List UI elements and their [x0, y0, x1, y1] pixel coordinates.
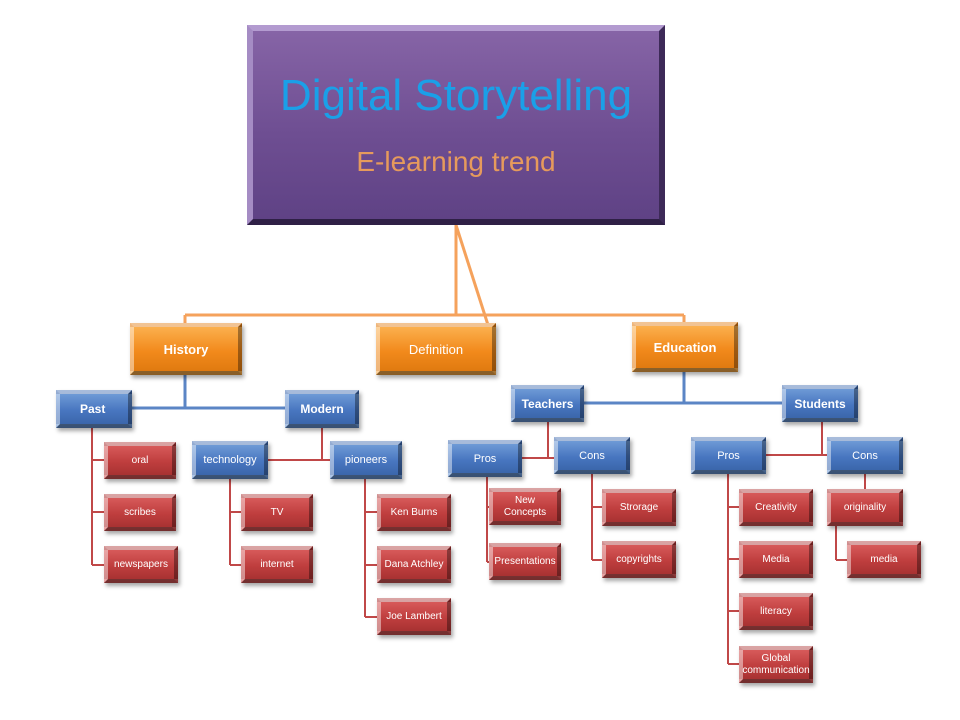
- leaf-global-communication: Global communication: [739, 646, 813, 683]
- diagram-title: Digital Storytelling: [279, 70, 633, 120]
- leaf-joe-lambert: Joe Lambert: [377, 598, 451, 635]
- diagram-subtitle: E-learning trend: [356, 146, 556, 178]
- leaf-creativity: Creativity: [739, 489, 813, 526]
- leaf-dana-atchley: Dana Atchley: [377, 546, 451, 583]
- leaf-copyrights: copyrights: [602, 541, 676, 578]
- leaf-literacy: literacy: [739, 593, 813, 630]
- node-students-pros: Pros: [691, 437, 766, 474]
- node-history: History: [130, 323, 242, 375]
- node-teachers-pros: Pros: [448, 440, 522, 477]
- leaf-new-concepts: New Concepts: [489, 488, 561, 525]
- node-definition: Definition: [376, 323, 496, 375]
- leaf-originality: originality: [827, 489, 903, 526]
- leaf-ken-burns: Ken Burns: [377, 494, 451, 531]
- leaf-internet: internet: [241, 546, 313, 583]
- leaf-oral: oral: [104, 442, 176, 479]
- leaf-media: Media: [739, 541, 813, 578]
- node-education: Education: [632, 322, 738, 372]
- leaf-presentations: Presentations: [489, 543, 561, 580]
- title-box: Digital Storytelling E-learning trend: [247, 25, 665, 225]
- leaf-storage: Strorage: [602, 489, 676, 526]
- leaf-newspapers: newspapers: [104, 546, 178, 583]
- leaf-media-cons: media: [847, 541, 921, 578]
- node-teachers-cons: Cons: [554, 437, 630, 474]
- node-pioneers: pioneers: [330, 441, 402, 479]
- node-past: Past: [56, 390, 132, 428]
- node-technology: technology: [192, 441, 268, 479]
- node-teachers: Teachers: [511, 385, 584, 422]
- node-students: Students: [782, 385, 858, 422]
- leaf-tv: TV: [241, 494, 313, 531]
- node-modern: Modern: [285, 390, 359, 428]
- node-students-cons: Cons: [827, 437, 903, 474]
- leaf-scribes: scribes: [104, 494, 176, 531]
